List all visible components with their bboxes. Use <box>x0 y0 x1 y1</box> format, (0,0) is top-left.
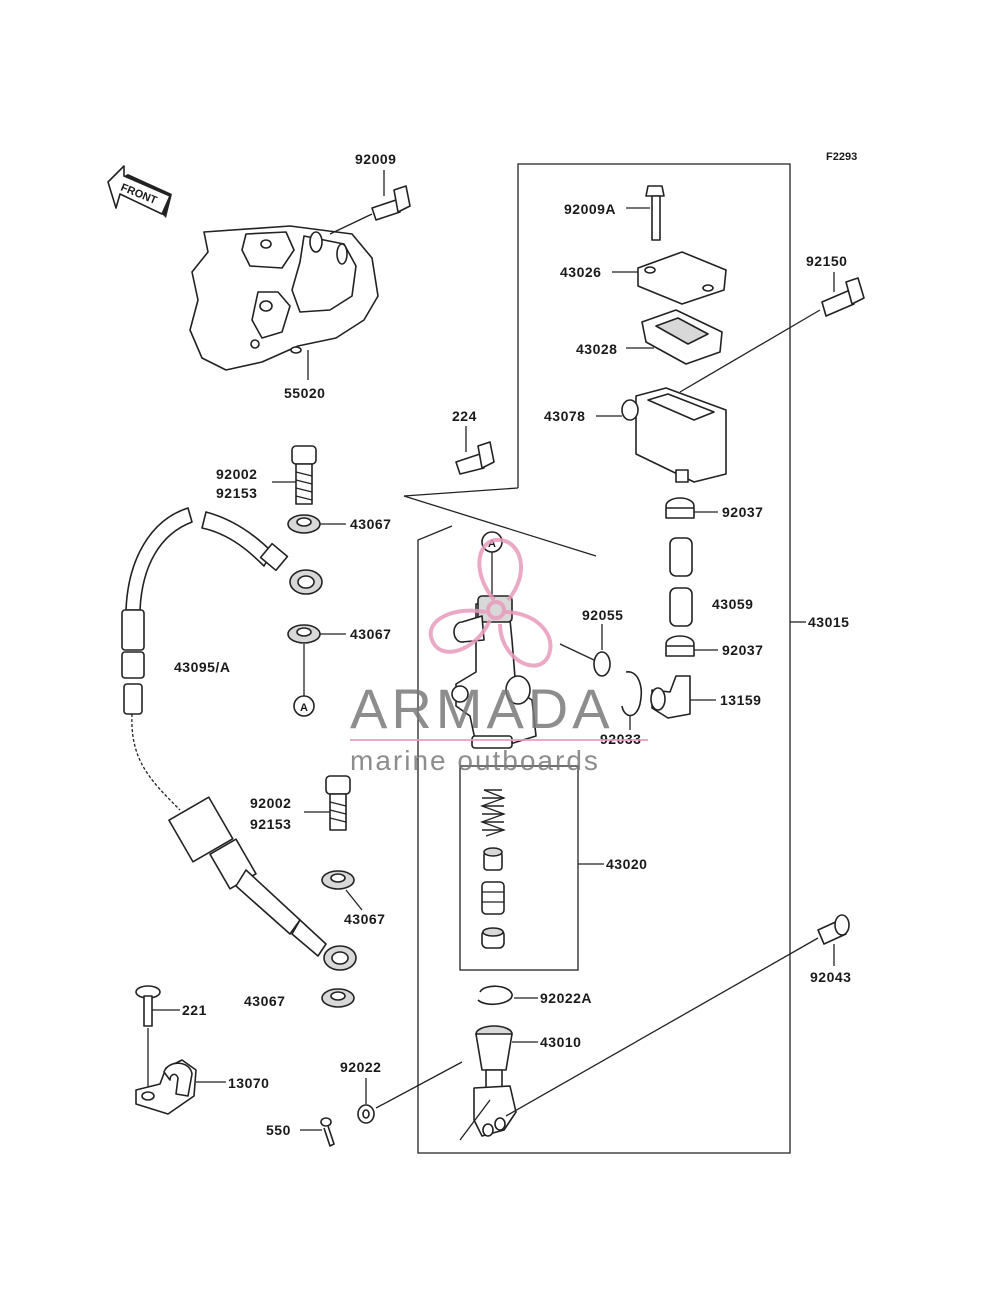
label-13159: 13159 <box>720 692 761 708</box>
front-direction-arrow-icon: FRONT <box>107 165 172 218</box>
reservoir-cap-43026-part <box>637 251 727 305</box>
brake-guard-part <box>189 225 379 371</box>
svg-text:A: A <box>488 538 496 550</box>
washer-92022-part <box>357 1104 375 1124</box>
label-92002-lower: 92002 <box>250 795 291 811</box>
label-43067-d: 43067 <box>244 993 285 1009</box>
label-92009a: 92009A <box>564 201 616 217</box>
figure-code: F2293 <box>826 151 857 163</box>
label-92043: 92043 <box>810 969 851 985</box>
label-43095: 43095/A <box>174 659 230 675</box>
label-43067-c: 43067 <box>344 911 385 927</box>
cotter-pin-550-part <box>320 1117 335 1147</box>
assembly-boundary-frame <box>403 163 806 1154</box>
o-ring-92055-part <box>593 651 611 677</box>
label-221: 221 <box>182 1002 207 1018</box>
label-224: 224 <box>452 408 477 424</box>
fitting-13159-part <box>650 675 691 719</box>
washer-a-part <box>287 514 321 534</box>
bolt-224-part <box>455 441 495 475</box>
label-43059: 43059 <box>712 596 753 612</box>
clamp-92037-upper-part <box>665 497 695 519</box>
label-92153-lower: 92153 <box>250 816 291 832</box>
screw-221-part <box>135 985 161 1027</box>
label-550: 550 <box>266 1122 291 1138</box>
watermark-tagline: marine outboards <box>350 745 600 776</box>
label-92009: 92009 <box>355 151 396 167</box>
bolt-92150-part <box>821 277 865 317</box>
label-92002-upper: 92002 <box>216 466 257 482</box>
label-92037-lower: 92037 <box>722 642 763 658</box>
union-bolt-lower-part <box>325 775 351 831</box>
screw-92009a-part <box>645 185 665 241</box>
brake-hose-part <box>121 507 357 971</box>
label-92022: 92022 <box>340 1059 381 1075</box>
propeller-icon <box>428 537 553 668</box>
watermark-brand: ARMADA <box>350 677 614 740</box>
washer-d-part <box>321 988 355 1008</box>
label-92055: 92055 <box>582 607 623 623</box>
label-13070: 13070 <box>228 1075 269 1091</box>
label-92153-upper: 92153 <box>216 485 257 501</box>
label-43026: 43026 <box>560 264 601 280</box>
label-43067-a: 43067 <box>350 516 391 532</box>
armada-watermark-logo: ARMADA marine outboards <box>350 537 648 776</box>
diaphragm-43028-part <box>641 309 723 365</box>
washer-b-part <box>287 624 321 644</box>
label-55020: 55020 <box>284 385 325 401</box>
label-43015: 43015 <box>808 614 849 630</box>
label-43020: 43020 <box>606 856 647 872</box>
clamp-92037-lower-part <box>665 635 695 657</box>
reservoir-43078-part <box>621 387 727 483</box>
push-rod-43010-part <box>473 1025 517 1137</box>
label-43078: 43078 <box>544 408 585 424</box>
washer-c-part <box>321 870 355 890</box>
circlip-92033-part <box>621 671 642 717</box>
bolt-92009-part <box>371 185 411 221</box>
svg-text:A: A <box>300 702 308 714</box>
circlip-92022a-part <box>477 985 513 1006</box>
piston-kit-parts <box>480 789 506 949</box>
label-43067-b: 43067 <box>350 626 391 642</box>
bracket-13070-part <box>135 1059 197 1115</box>
union-bolt-upper-part <box>291 445 317 505</box>
piston-kit-box <box>459 765 579 971</box>
pin-92043-part <box>817 914 850 945</box>
master-cylinder-body-part <box>451 595 537 749</box>
label-43010: 43010 <box>540 1034 581 1050</box>
label-92037-upper: 92037 <box>722 504 763 520</box>
part-labels: 92009 55020 92009A 43026 43028 92150 430… <box>174 151 851 1138</box>
label-92022a: 92022A <box>540 990 592 1006</box>
reference-marker-a-lower: A <box>293 695 315 717</box>
label-43028: 43028 <box>576 341 617 357</box>
label-92150: 92150 <box>806 253 847 269</box>
hose-43059-part <box>669 537 693 627</box>
